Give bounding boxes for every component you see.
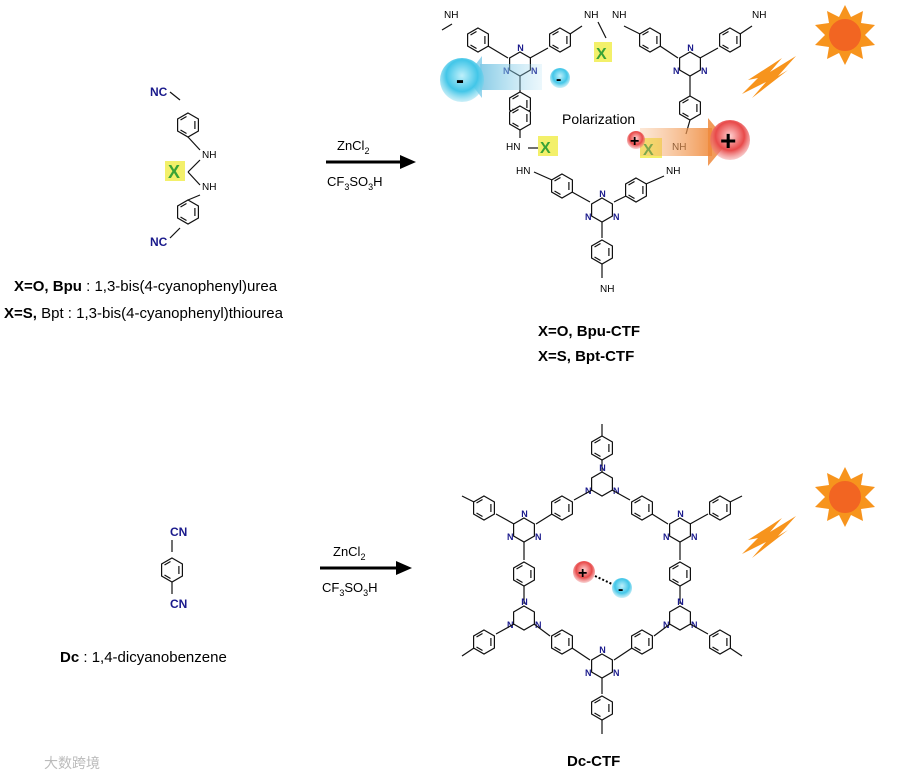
bpu-ctf-structure: NH NH X NH NH HN X HN: [440, 10, 766, 295]
dc-ctf-structure: + -: [461, 424, 743, 734]
nh-label: NH: [444, 10, 458, 21]
nh-top-label: NH: [202, 150, 216, 161]
svg-text:+: +: [630, 133, 639, 150]
nh-bottom-label: NH: [202, 182, 216, 193]
cyano-group-bottom: NC: [150, 235, 168, 249]
negative-charge-large: [440, 58, 484, 102]
light-bolt-icon-bottom: [742, 516, 796, 558]
positive-charge-large: [710, 120, 750, 160]
svg-text:NH: NH: [600, 284, 614, 295]
svg-text:+: +: [720, 125, 736, 156]
reagent-zncl2-top: ZnCl2: [337, 138, 369, 156]
bpu-monomer-structure: NC NH X NH NC: [150, 85, 216, 249]
dc-cyano-bottom: CN: [170, 597, 187, 611]
watermark: 大数跨境: [44, 756, 100, 772]
x-highlight: [165, 161, 185, 181]
reagent-zncl2-bottom: ZnCl2: [333, 544, 365, 562]
dc-caption: Dc : 1,4-dicyanobenzene: [60, 649, 227, 666]
svg-text:HN: HN: [516, 166, 530, 177]
dc-monomer-structure: CN CN: [161, 525, 187, 611]
bpt-ctf-caption: X=S, Bpt-CTF: [538, 348, 634, 365]
dc-ctf-caption: Dc-CTF: [567, 753, 620, 770]
dc-cyano-top: CN: [170, 525, 187, 539]
positive-charge-small: [627, 131, 645, 149]
reaction-arrow-top: ZnCl2 CF3SO3H: [326, 138, 416, 192]
x-atom-left: X: [540, 140, 551, 157]
svg-text:-: -: [556, 71, 561, 88]
bpt-caption: X=S, Bpt : 1,3-bis(4-cyanophenyl)thioure…: [4, 305, 284, 322]
svg-text:-: -: [618, 581, 623, 598]
svg-text:NH: NH: [666, 166, 680, 177]
negative-charge-small: [550, 68, 570, 88]
cyano-group-top: NC: [150, 85, 168, 99]
svg-text:NH: NH: [752, 10, 766, 21]
reagent-cf3so3h-bottom: CF3SO3H: [322, 580, 378, 598]
x-atom-upper: X: [596, 46, 607, 63]
reagent-cf3so3h-top: CF3SO3H: [327, 174, 383, 192]
x-atom-label: X: [168, 162, 180, 182]
light-bolt-icon: [742, 56, 796, 98]
svg-text:+: +: [578, 565, 587, 582]
bpu-caption: X=O, Bpu : 1,3-bis(4-cyanophenyl)urea: [14, 278, 278, 295]
svg-text:NH: NH: [612, 10, 626, 21]
svg-text:HN: HN: [506, 142, 520, 153]
reaction-arrow-bottom: ZnCl2 CF3SO3H: [320, 544, 412, 598]
polarization-label: Polarization: [562, 111, 635, 127]
sun-icon-bottom: [814, 466, 876, 528]
svg-text:NH: NH: [584, 10, 598, 21]
svg-text:-: -: [456, 67, 464, 94]
positive-charge: [573, 561, 595, 583]
negative-charge: [612, 578, 632, 598]
polarization-arrow: [640, 128, 712, 156]
electron-flow-arrow: [480, 64, 542, 90]
sun-icon: [814, 4, 876, 66]
bpu-ctf-caption: X=O, Bpu-CTF: [538, 323, 640, 340]
